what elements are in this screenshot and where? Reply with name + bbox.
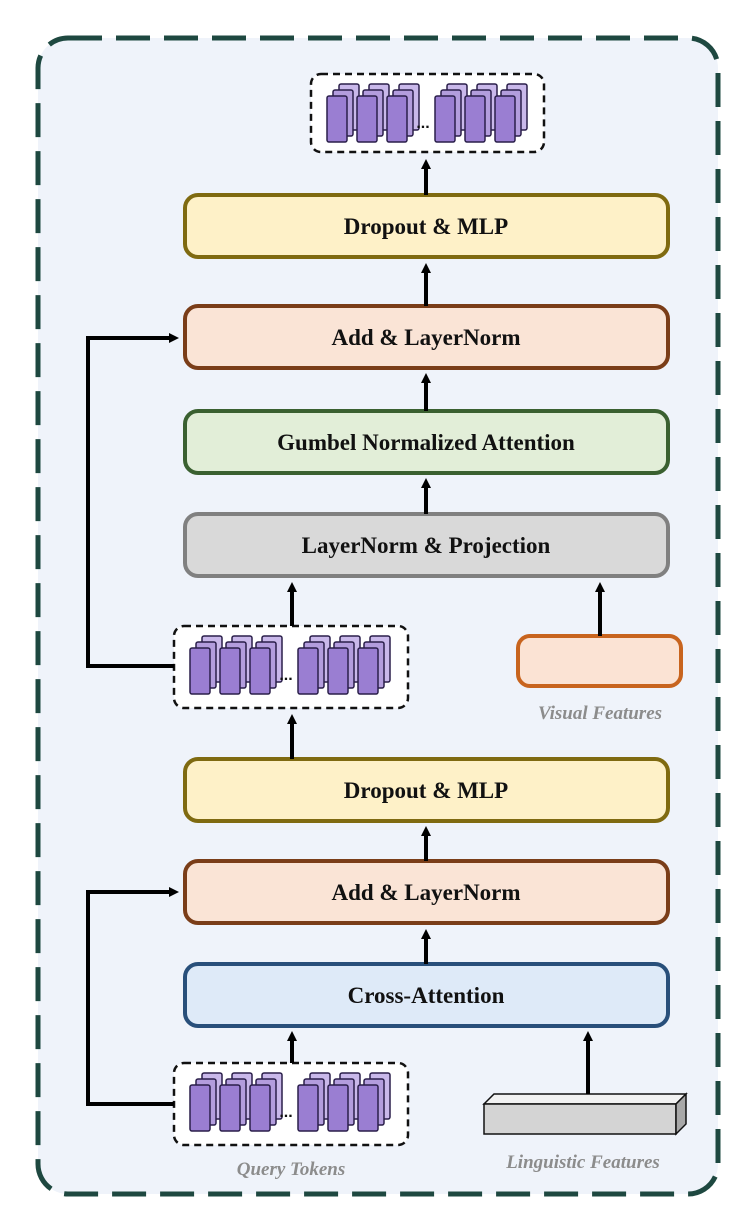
token-card bbox=[434, 95, 456, 143]
residual-bottom bbox=[86, 887, 179, 1106]
dropout-mlp-bottom-block: Dropout & MLP bbox=[183, 757, 670, 823]
token-ellipsis: ... bbox=[279, 667, 292, 684]
token-card bbox=[357, 647, 379, 695]
dropout-mlp-bottom-label: Dropout & MLP bbox=[344, 778, 508, 803]
add-layernorm-top-block: Add & LayerNorm bbox=[183, 304, 670, 370]
add-layernorm-bottom-label: Add & LayerNorm bbox=[331, 880, 520, 905]
token-card bbox=[189, 1084, 211, 1132]
cross-attention-label: Cross-Attention bbox=[348, 983, 505, 1008]
token-card bbox=[494, 95, 516, 143]
token-card bbox=[249, 1084, 271, 1132]
token-card bbox=[219, 647, 241, 695]
layernorm-projection-label: LayerNorm & Projection bbox=[302, 533, 551, 558]
token-card bbox=[297, 1084, 319, 1132]
layernorm-projection-block: LayerNorm & Projection bbox=[183, 512, 670, 578]
token-card bbox=[219, 1084, 241, 1132]
query-tokens-caption: Query Tokens bbox=[237, 1159, 346, 1180]
linguistic-features-caption: Linguistic Features bbox=[505, 1152, 660, 1173]
residual-top bbox=[86, 333, 179, 668]
add-layernorm-bottom-block: Add & LayerNorm bbox=[183, 859, 670, 925]
cross-attention-block: Cross-Attention bbox=[183, 962, 670, 1028]
token-card bbox=[249, 647, 271, 695]
gumbel-attention-label: Gumbel Normalized Attention bbox=[277, 430, 575, 455]
linguistic-features-bar bbox=[482, 1092, 688, 1136]
token-card bbox=[326, 95, 348, 143]
gumbel-attention-block: Gumbel Normalized Attention bbox=[183, 409, 670, 475]
token-ellipsis: ... bbox=[279, 1104, 292, 1121]
token-card bbox=[357, 1084, 379, 1132]
visual-features-box bbox=[516, 634, 683, 688]
token-card bbox=[464, 95, 486, 143]
dropout-mlp-top-block: Dropout & MLP bbox=[183, 193, 670, 259]
token-card bbox=[356, 95, 378, 143]
token-card bbox=[327, 1084, 349, 1132]
token-card bbox=[297, 647, 319, 695]
add-layernorm-top-label: Add & LayerNorm bbox=[331, 325, 520, 350]
token-card bbox=[327, 647, 349, 695]
residual-connections bbox=[86, 333, 179, 1106]
intermediate-token-group: ... bbox=[172, 624, 410, 710]
dropout-mlp-top-label: Dropout & MLP bbox=[344, 214, 508, 239]
visual-features-caption: Visual Features bbox=[538, 703, 662, 724]
query-token-group: ... bbox=[172, 1061, 410, 1147]
token-card bbox=[189, 647, 211, 695]
token-card bbox=[386, 95, 408, 143]
flow-arrows bbox=[287, 159, 605, 1094]
output-token-group: ... bbox=[309, 72, 546, 154]
token-ellipsis: ... bbox=[416, 115, 429, 132]
